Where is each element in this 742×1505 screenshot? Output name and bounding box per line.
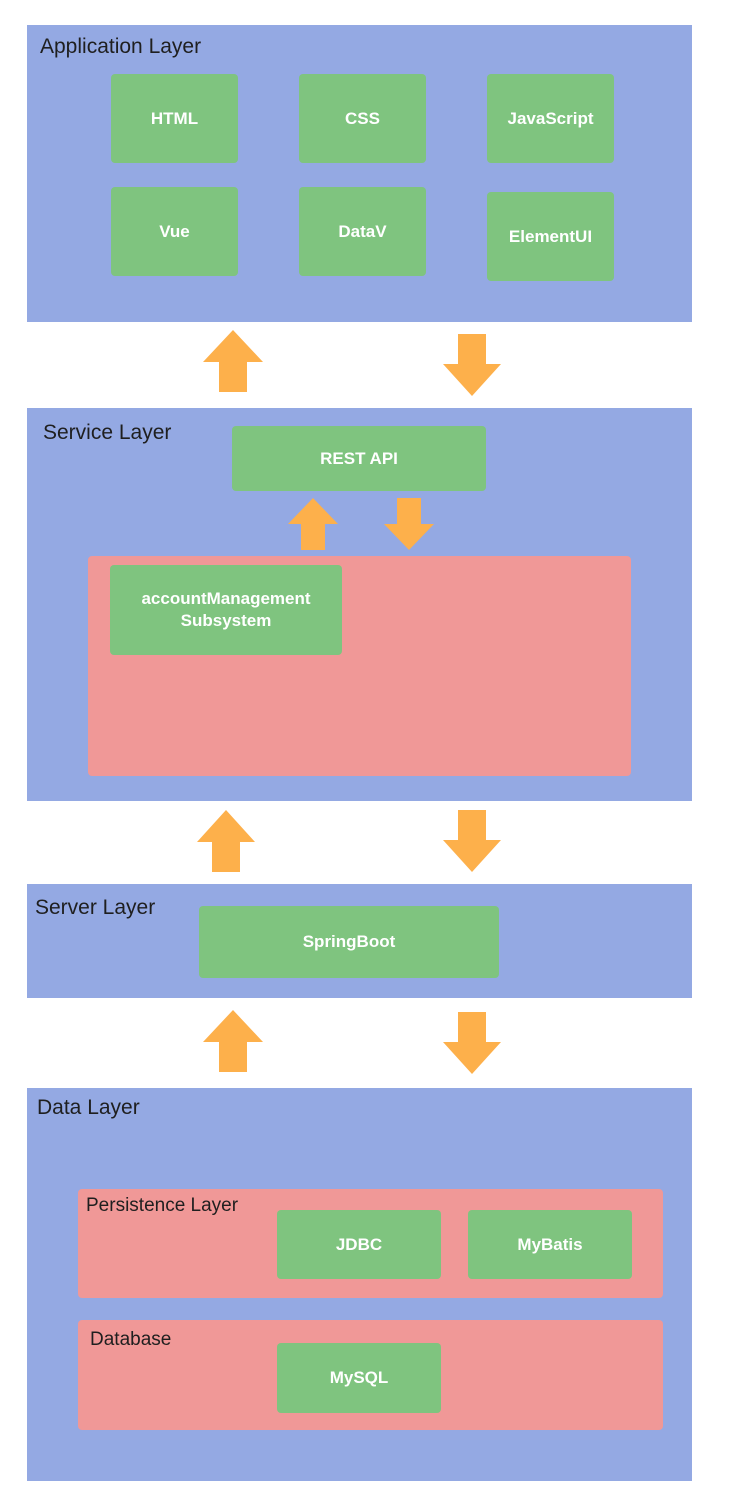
component-account-management-subsystem: accountManagement Subsystem	[110, 565, 342, 655]
arrow-api-subsystem-up	[288, 498, 338, 550]
component-datav: DataV	[299, 187, 426, 276]
arrow-up-icon	[203, 330, 263, 392]
component-javascript: JavaScript	[487, 74, 614, 163]
server-layer: Server Layer SpringBoot	[27, 884, 692, 998]
component-css: CSS	[299, 74, 426, 163]
service-layer: Service Layer REST API accountManagement…	[27, 408, 692, 801]
component-mybatis: MyBatis	[468, 1210, 632, 1279]
arrow-down-icon	[443, 810, 501, 872]
persistence-layer-group: Persistence Layer JDBC MyBatis	[78, 1189, 663, 1298]
arrow-service-server-down	[443, 810, 501, 872]
arrow-up-icon	[197, 810, 255, 872]
component-html: HTML	[111, 74, 238, 163]
subsystem-name-line2: Subsystem	[180, 611, 272, 630]
service-layer-title: Service Layer	[43, 421, 172, 444]
server-layer-title: Server Layer	[35, 896, 156, 919]
arrow-api-subsystem-down	[384, 498, 434, 550]
persistence-layer-title: Persistence Layer	[86, 1195, 239, 1216]
data-layer: Data Layer Persistence Layer JDBC MyBati…	[27, 1088, 692, 1481]
application-layer: Application Layer HTML CSS JavaScript Vu…	[27, 25, 692, 322]
arrow-app-service-down	[443, 334, 501, 396]
arrow-server-data-down	[443, 1012, 501, 1074]
subsystem-name-line1: accountManagement	[141, 589, 311, 608]
component-vue: Vue	[111, 187, 238, 276]
arrow-server-data-up	[203, 1010, 263, 1072]
component-elementui: ElementUI	[487, 192, 614, 281]
arrow-up-icon	[203, 1010, 263, 1072]
component-springboot: SpringBoot	[199, 906, 499, 978]
data-layer-title: Data Layer	[37, 1096, 140, 1119]
arrow-up-icon	[288, 498, 338, 550]
database-group: Database MySQL	[78, 1320, 663, 1430]
arrow-app-service-up	[203, 330, 263, 392]
application-layer-title: Application Layer	[40, 35, 202, 58]
component-rest-api: REST API	[232, 426, 486, 491]
component-mysql: MySQL	[277, 1343, 441, 1413]
arrow-down-icon	[443, 334, 501, 396]
arrow-down-icon	[443, 1012, 501, 1074]
arrow-down-icon	[384, 498, 434, 550]
subsystem-container: accountManagement Subsystem	[88, 556, 631, 776]
database-title: Database	[90, 1329, 172, 1350]
arrow-service-server-up	[197, 810, 255, 872]
component-jdbc: JDBC	[277, 1210, 441, 1279]
